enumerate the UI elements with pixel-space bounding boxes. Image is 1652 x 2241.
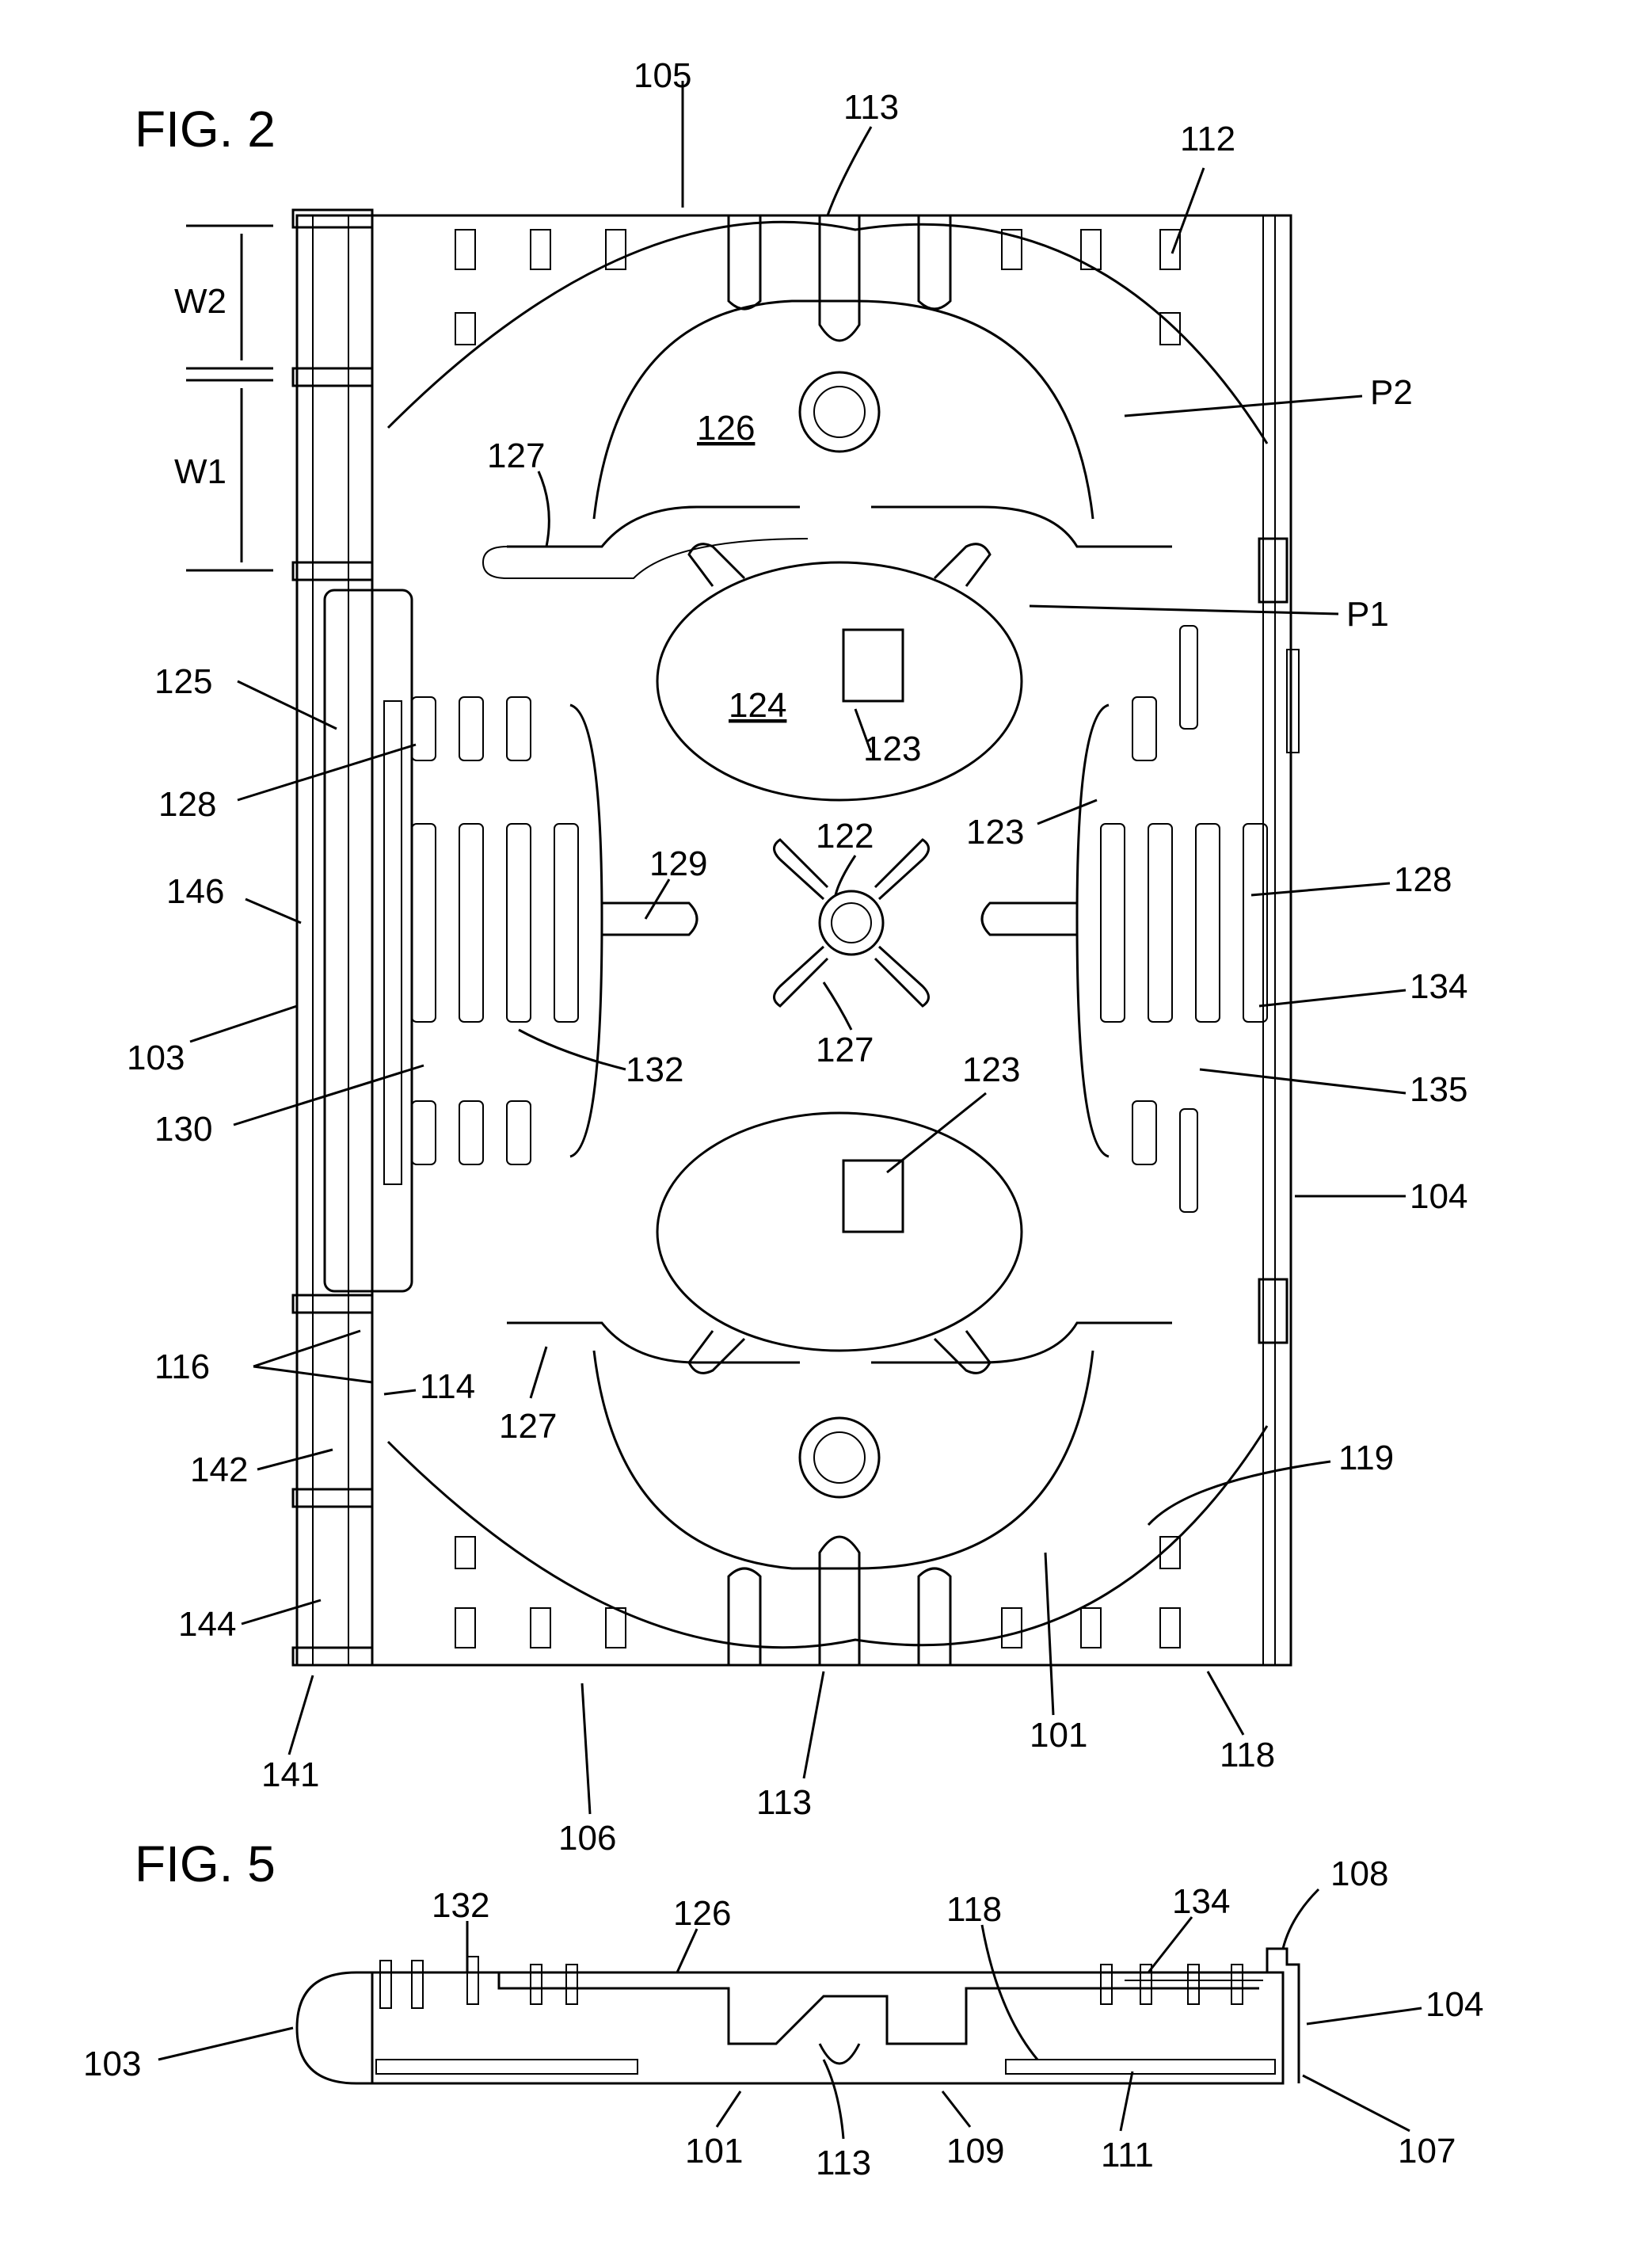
boss-top [798,371,881,453]
label-132: 132 [626,1050,683,1089]
label-123-a: 123 [863,730,921,768]
fig2-tray-drawing [186,208,1300,1667]
label-129: 129 [649,844,707,883]
label-126: 126 [697,409,755,448]
cross-hub-122 [773,838,930,1008]
splice-holder-left [411,696,698,1165]
outer-guide-arc-top [386,220,1269,444]
fig5-side-view [295,1947,1300,2085]
label-134: 134 [1410,967,1467,1006]
label-127-top: 127 [487,436,545,475]
label-135: 135 [1410,1070,1467,1109]
label-P1: P1 [1346,595,1389,634]
label5-107: 107 [1398,2132,1456,2170]
fig5-leader-lines [158,1888,1422,2140]
fig2-labels: 105 113 112 W2 W1 P2 126 127 P1 125 124 … [127,56,1467,1858]
label-130: 130 [154,1110,212,1149]
label-141: 141 [261,1755,319,1794]
label-116: 116 [154,1347,210,1386]
label-123-b: 123 [966,813,1024,852]
label-106: 106 [558,1819,616,1858]
label-112: 112 [1180,120,1235,158]
label5-111: 111 [1101,2136,1154,2174]
label-142: 142 [190,1450,248,1489]
fig2-title: FIG. 2 [135,101,276,158]
label-122: 122 [816,817,874,856]
label-114: 114 [420,1367,475,1406]
label-104: 104 [1410,1177,1467,1216]
label5-126: 126 [673,1894,731,1933]
label-W2: W2 [174,282,226,321]
label5-101: 101 [685,2132,743,2170]
label5-108: 108 [1330,1854,1388,1893]
label-103: 103 [127,1039,185,1077]
label-113-top: 113 [843,88,899,127]
label-101: 101 [1030,1716,1087,1755]
fig5-title: FIG. 5 [135,1835,276,1892]
boss-bottom [798,1416,881,1499]
label-123-c: 123 [962,1050,1020,1089]
label-144: 144 [178,1605,236,1644]
label5-109: 109 [946,2132,1004,2170]
side-hinge-103 [295,1971,372,2085]
label-119: 119 [1338,1439,1394,1477]
fig2-leader-lines [189,81,1406,1815]
label5-118: 118 [946,1890,1002,1929]
label5-132: 132 [432,1886,489,1925]
label-124: 124 [729,686,786,725]
dimension-lines [186,224,273,572]
outer-guide-arc-bottom [386,1425,1269,1649]
window-row-top [455,229,1181,345]
label-146: 146 [166,872,224,911]
label-125: 125 [154,662,212,701]
oval-124 [656,561,1023,802]
label-W1: W1 [174,452,226,491]
label5-134: 134 [1172,1882,1230,1921]
fig5-labels: 132 126 118 134 108 103 104 101 113 109 … [83,1854,1483,2182]
window-row-bottom [455,1536,1181,1648]
label5-104: 104 [1426,1985,1483,2024]
splice-holder-right [980,625,1268,1213]
label-P2: P2 [1370,373,1413,412]
label-128-left: 128 [158,785,216,824]
label-113-bot: 113 [756,1783,812,1822]
latch-block-125 [323,589,413,1293]
side-body [371,1971,1285,2085]
label5-103: 103 [83,2045,141,2083]
label-118: 118 [1220,1736,1275,1774]
hinge-strip [295,214,374,1667]
oval-lower [656,1111,1023,1352]
tray-outline [371,214,1292,1667]
label5-113: 113 [816,2144,871,2182]
label-128-right: 128 [1394,860,1452,899]
label-127-mid: 127 [816,1031,874,1069]
label-127-bot: 127 [499,1407,557,1446]
label-105: 105 [634,56,691,95]
square-123-upper [842,628,904,703]
square-123-lower [842,1159,904,1233]
